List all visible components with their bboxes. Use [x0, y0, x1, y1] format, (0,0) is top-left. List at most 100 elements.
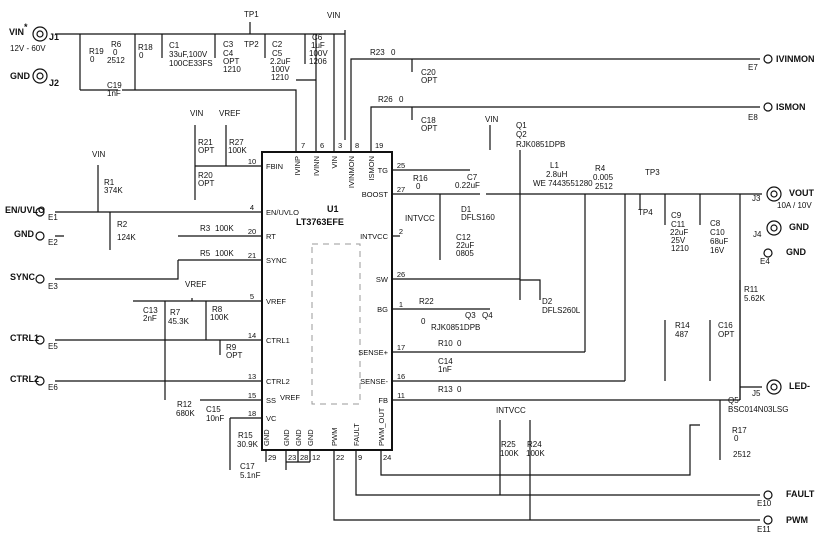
pin-name: CTRL2: [266, 377, 290, 386]
label-63: R3: [200, 224, 211, 233]
label-119: 68uF: [710, 237, 728, 246]
label-100: INTVCC: [405, 214, 435, 223]
pin-name: CTRL1: [266, 336, 290, 345]
pin-number: 20: [248, 227, 256, 236]
label-82: R12: [177, 400, 192, 409]
label-59: EN/UVLO: [5, 205, 45, 215]
label-153: 2512: [733, 450, 751, 459]
label-150: BSC014N03LSG: [728, 405, 788, 414]
label-5: J2: [49, 78, 59, 88]
label-140: 0: [457, 385, 462, 394]
pin-number: 29: [268, 453, 276, 462]
label-57: R2: [117, 220, 128, 229]
label-21: 1210: [223, 65, 241, 74]
pin-name: EN/UVLO: [266, 208, 299, 217]
label-79: E5: [48, 342, 58, 351]
pin-number: 2: [399, 227, 403, 236]
label-164: VIN: [315, 0, 328, 2]
label-149: Q5: [728, 396, 739, 405]
label-3: 12V - 60V: [10, 44, 46, 53]
pin-number: 3: [338, 141, 342, 150]
connector-e11: [763, 515, 773, 525]
pin-name: SYNC: [266, 256, 287, 265]
connectors: [32, 26, 782, 525]
label-8: R6: [111, 40, 122, 49]
pin-number: 23: [288, 453, 296, 462]
pin-name: SW: [376, 275, 389, 284]
label-105: 2.8uH: [546, 170, 568, 179]
label-129: DFLS260L: [542, 306, 581, 315]
pin-number: 7: [301, 141, 305, 150]
ic-u1-body: [261, 151, 393, 451]
ic-exposed-pad: [311, 243, 361, 405]
label-42: C18: [421, 116, 436, 125]
label-15: C1: [169, 41, 180, 50]
label-112: C9: [671, 211, 682, 220]
label-117: C8: [710, 219, 721, 228]
label-45: E8: [748, 113, 758, 122]
label-74: R8: [212, 305, 223, 314]
label-127: E4: [760, 257, 770, 266]
label-93: RJK0851DPB: [516, 140, 565, 149]
label-65: R5: [200, 249, 211, 258]
pin-number: 14: [248, 331, 256, 340]
label-67: SYNC: [10, 272, 36, 282]
label-43: OPT: [421, 124, 438, 133]
pin-number: 19: [375, 141, 383, 150]
pin-name: GND: [262, 429, 271, 446]
label-37: OPT: [421, 76, 438, 85]
label-106: WE 7443551280: [533, 179, 593, 188]
connector-e2: [35, 231, 45, 241]
pin-name: IVINMON: [347, 156, 356, 188]
label-64: 100K: [215, 224, 234, 233]
label-97: 0.22uF: [455, 181, 480, 190]
label-133: Q4: [482, 311, 493, 320]
connector-j4: [766, 220, 782, 236]
pin-number: 4: [250, 203, 254, 212]
label-11: R18: [138, 43, 153, 52]
label-66: 100K: [215, 249, 234, 258]
label-128: D2: [542, 297, 553, 306]
label-6: R19: [89, 47, 104, 56]
label-54: VIN: [92, 150, 106, 159]
label-151: R17: [732, 426, 747, 435]
label-49: OPT: [198, 146, 215, 155]
label-81: E6: [48, 383, 58, 392]
pin-name: FAULT: [352, 423, 361, 446]
label-118: C10: [710, 228, 725, 237]
pin-name: VC: [266, 414, 277, 423]
pin-name: ISMON: [367, 156, 376, 181]
label-94: R16: [413, 174, 428, 183]
pin-number: 27: [397, 185, 405, 194]
connector-e1: [35, 207, 45, 217]
label-162: E11: [757, 525, 771, 534]
connector-e7: [763, 54, 773, 64]
connector-e4: [763, 248, 773, 258]
pin-number: 12: [312, 453, 320, 462]
label-19: C4: [223, 49, 234, 58]
pin-number: 25: [397, 161, 405, 170]
pin-number: 8: [355, 141, 359, 150]
label-17: 100CE33FS: [169, 59, 213, 68]
label-163: VREF: [280, 393, 300, 402]
label-96: C7: [467, 173, 478, 182]
label-75: 100K: [210, 313, 229, 322]
label-87: 30.9K: [237, 440, 259, 449]
label-12: 0: [139, 51, 144, 60]
label-99: DFLS160: [461, 213, 495, 222]
label-10: 2512: [107, 56, 125, 65]
label-25: C5: [272, 49, 283, 58]
pin-number: 24: [383, 453, 391, 462]
label-152: 0: [734, 434, 739, 443]
label-147: LED-: [789, 381, 810, 391]
label-36: C20: [421, 68, 436, 77]
label-69: VREF: [185, 280, 206, 289]
label-90: VIN: [485, 115, 499, 124]
label-159: FAULT: [786, 489, 815, 499]
pin-name: BG: [377, 305, 388, 314]
wiring: [55, 22, 762, 521]
label-16: 33uF,100V: [169, 50, 208, 59]
label-115: 25V: [671, 236, 686, 245]
